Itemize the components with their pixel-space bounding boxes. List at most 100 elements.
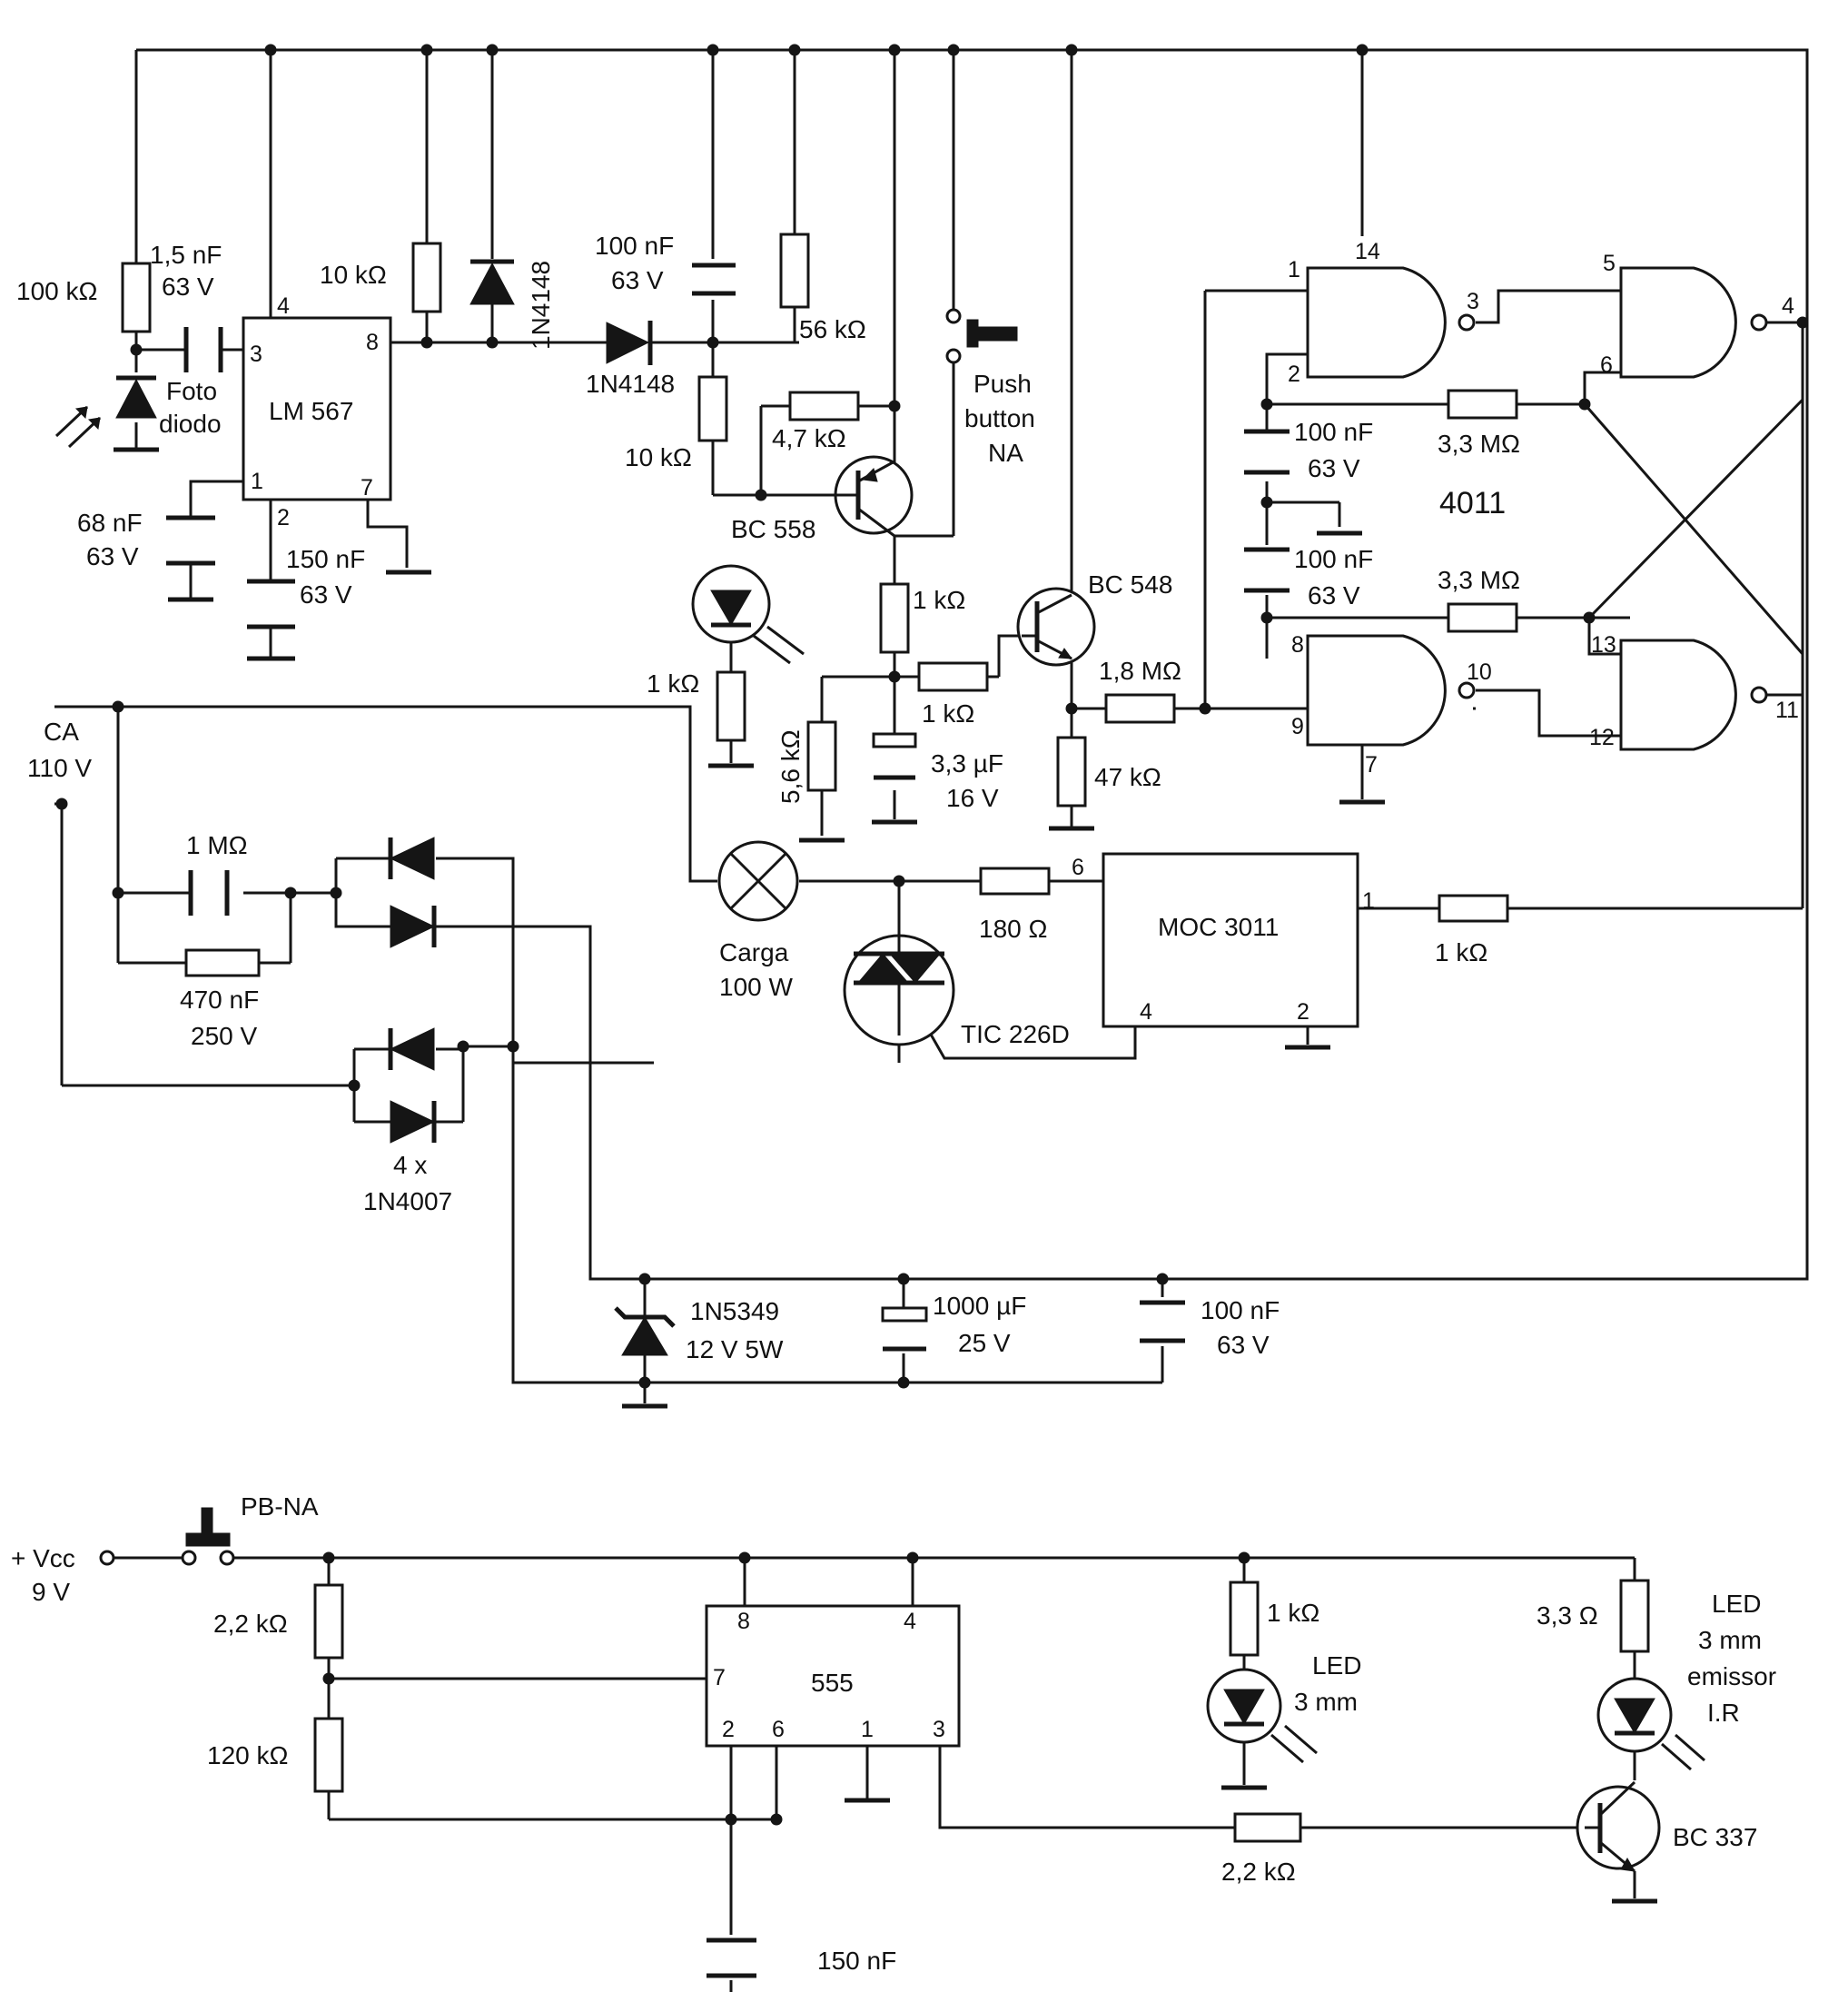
integrated-circuits [242,266,1768,1748]
label-push-1: Push [973,370,1032,398]
component-labels: 100 kΩ 1,5 nF 63 V Foto diodo LM 567 4 3… [11,232,1799,1975]
label-c-100n-a: 100 nF [1294,418,1373,446]
diodes [54,259,1705,1771]
label-led-1: LED [1312,1651,1361,1680]
label-r-470n-v: 250 V [191,1022,257,1050]
pin-lm567-4: 4 [277,293,290,319]
label-r-1k-led: 1 kΩ [647,669,699,698]
label-c-100n-b-v: 63 V [1308,581,1360,609]
label-ic-4011: 4011 [1439,486,1506,520]
pin-gate-8: 8 [1291,632,1304,658]
pin-gate-3: 3 [1467,289,1479,314]
pin-gate-13: 13 [1591,632,1616,658]
label-led-ir-4: I.R [1707,1699,1740,1727]
label-lamp-1: Carga [719,938,789,966]
label-r-120k: 120 kΩ [207,1741,288,1769]
label-triac: TIC 226D [961,1020,1070,1048]
label-d-1n4148-h: 1N4148 [586,370,675,398]
label-r-1k-led2: 1 kΩ [1267,1599,1319,1627]
label-r-3m3-a: 3,3 MΩ [1438,430,1520,458]
label-c-100n-b: 100 nF [1294,545,1373,573]
label-c-100n-psu-v: 63 V [1217,1331,1270,1359]
misc-parts [99,308,1018,1566]
pin-moc-2: 2 [1297,999,1309,1025]
pin-gate-2: 2 [1288,362,1300,387]
label-c-1n5: 1,5 nF [150,241,222,269]
label-push-2: button [964,404,1035,432]
pin-lm567-2: 2 [277,505,290,530]
label-c-100n-top-v: 63 V [611,266,664,294]
label-diodes-qty: 4 x [393,1151,427,1179]
label-r-4k7: 4,7 kΩ [772,424,846,452]
pin-gate-12: 12 [1589,725,1615,750]
label-c-1000u: 1000 µF [933,1292,1026,1320]
pin-lm567-8: 8 [366,330,379,355]
label-photodiode-2: diodo [159,410,222,438]
label-c-150n-v: 63 V [300,580,352,609]
pin-gate-4: 4 [1782,293,1794,319]
label-zener-v: 12 V 5W [686,1335,784,1363]
label-push-3: NA [988,439,1023,467]
label-ca-voltage: 110 V [27,754,92,782]
label-c-1m: 1 MΩ [186,831,248,859]
pin-gate-5: 5 [1603,251,1616,276]
junction-dots [55,44,1809,1826]
pin-moc-6: 6 [1072,855,1084,880]
label-r-1k-moc: 1 kΩ [1435,938,1487,966]
label-c-150n: 150 nF [286,545,365,573]
label-c-1n5-v: 63 V [162,273,214,301]
label-r-470n: 470 nF [180,986,259,1014]
receiver-wires [134,48,1804,1045]
pin-gate-10: 10 [1467,659,1492,685]
pin-555-6: 6 [772,1717,785,1742]
label-c-1000u-v: 25 V [958,1329,1011,1357]
label-led-2: 3 mm [1294,1688,1358,1716]
label-c-68n: 68 nF [77,509,143,537]
label-led-ir-1: LED [1712,1590,1761,1618]
power-wires [54,48,1809,1403]
pin-gate-14: 14 [1355,239,1380,264]
label-r-180: 180 Ω [979,915,1047,943]
label-r-2k2-base: 2,2 kΩ [1221,1858,1296,1886]
label-ic-555: 555 [811,1669,854,1697]
transistors [822,455,1661,1873]
label-r-5k6: 5,6 kΩ [776,729,805,804]
label-r-10k-top: 10 kΩ [320,261,387,289]
label-r-2k2-top: 2,2 kΩ [213,1610,288,1638]
label-led-ir-2: 3 mm [1698,1626,1762,1654]
pin-555-2: 2 [722,1717,735,1742]
label-lamp-2: 100 W [719,973,793,1001]
label-c-150n-555: 150 nF [817,1947,896,1975]
pin-555-4: 4 [904,1609,916,1634]
transmitter-wires [114,1556,1636,1992]
label-vcc-v: 9 V [32,1578,70,1606]
label-r-3r3: 3,3 Ω [1537,1601,1598,1630]
grounds [114,447,1657,1904]
pin-gate-11: 11 [1775,698,1799,723]
pin-555-7: 7 [713,1665,726,1690]
label-pbna: PB-NA [241,1492,319,1521]
label-led-ir-3: emissor [1687,1662,1776,1690]
label-r-1k-col: 1 kΩ [913,586,965,614]
pin-gate-6: 6 [1600,352,1613,378]
label-moc: MOC 3011 [1158,913,1279,941]
label-photodiode-1: Foto [166,377,217,405]
pin-lm567-1: 1 [251,469,263,494]
resistors [121,233,1650,1843]
label-c-100n-a-v: 63 V [1308,454,1360,482]
label-r-100k: 100 kΩ [16,277,97,305]
label-diodes-type: 1N4007 [363,1187,452,1215]
label-r-10k-mid: 10 kΩ [625,443,692,471]
pin-555-3: 3 [933,1717,945,1742]
pin-lm567-7: 7 [361,475,373,500]
pin-555-1: 1 [861,1717,874,1742]
label-r-1m8: 1,8 MΩ [1099,657,1181,685]
label-vcc: + Vcc [11,1544,75,1572]
label-c-68n-v: 63 V [86,542,139,570]
label-c-3u3: 3,3 µF [931,749,1003,778]
pin-lm567-3: 3 [250,342,262,367]
pin-gate-7: 7 [1365,752,1378,778]
label-ca: CA [44,718,79,746]
capacitors [166,263,1290,1978]
label-r-3m3-b: 3,3 MΩ [1438,566,1520,594]
